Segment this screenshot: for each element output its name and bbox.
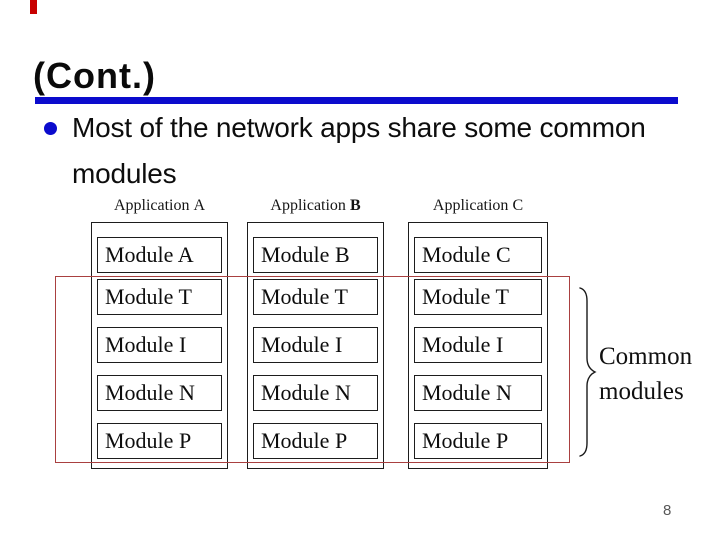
module-box: Module P xyxy=(97,423,222,459)
module-box: Module T xyxy=(414,279,542,315)
bullet-text-line1: Most of the network apps share some comm… xyxy=(72,112,646,143)
app-c-header-letter: C xyxy=(512,197,524,214)
common-modules-label-line2: modules xyxy=(599,378,684,405)
app-b-header-prefix: Application xyxy=(270,197,346,214)
app-a-header-prefix: Application xyxy=(113,197,190,214)
module-box: Module I xyxy=(97,327,222,363)
app-a-outer-box: Module A Module T Module I Module N Modu… xyxy=(91,222,228,469)
module-box: Module C xyxy=(414,237,542,273)
module-box: Module T xyxy=(97,279,222,315)
bullet-dot-icon xyxy=(44,122,57,135)
module-box: Module I xyxy=(414,327,542,363)
bullet-text-line2: modules xyxy=(72,158,177,189)
module-box: Module N xyxy=(414,375,542,411)
page-number: 8 xyxy=(663,502,672,519)
module-box: Module I xyxy=(253,327,378,363)
app-a-header-letter: A xyxy=(193,197,206,214)
app-c-header-prefix: Application xyxy=(432,197,509,214)
app-b-outer-box: Module B Module T Module I Module N Modu… xyxy=(247,222,384,469)
app-b-header-letter: B xyxy=(349,197,361,214)
module-box: Module B xyxy=(253,237,378,273)
module-box: Module N xyxy=(253,375,378,411)
module-box: Module P xyxy=(253,423,378,459)
slide-title: (Cont.) xyxy=(33,55,156,96)
common-modules-label-line1: Common xyxy=(599,343,693,370)
module-box: Module P xyxy=(414,423,542,459)
module-box: Module T xyxy=(253,279,378,315)
title-underline xyxy=(35,97,678,104)
red-corner-mark xyxy=(30,0,37,14)
module-box: Module A xyxy=(97,237,222,273)
brace-icon xyxy=(579,287,597,457)
module-box: Module N xyxy=(97,375,222,411)
common-modules-label: Common modules xyxy=(599,339,692,409)
app-c-outer-box: Module C Module T Module I Module N Modu… xyxy=(408,222,548,469)
